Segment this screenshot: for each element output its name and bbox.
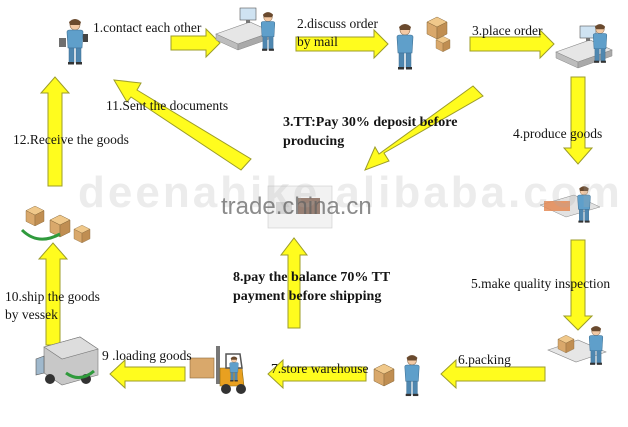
step-3-label: 3.place order [472, 23, 543, 38]
arrow-sent-documents [113, 79, 252, 171]
arrow-up-to-truck [37, 242, 69, 346]
arrow-step2-to-step3 [295, 28, 389, 60]
arrow-down-to-inspection [562, 239, 594, 331]
step-2-label-line1: 2.discuss order [297, 16, 378, 31]
desk-computer-icon [215, 7, 276, 52]
step-2-label-line2: by mail [297, 34, 338, 49]
deposit-payment-label-line2: producing [283, 134, 345, 149]
watermark-top: deenahike alibaba.com [78, 168, 623, 217]
goods-cargo-icon [20, 205, 91, 244]
step-9-label: 9 .loading goods [102, 348, 192, 363]
arrow-up-to-receive [39, 76, 71, 187]
step-10-label-line2: by vessek [5, 307, 58, 322]
arrow-to-loading [109, 358, 186, 390]
balance-payment-label-line1: 8.pay the balance 70% TT [233, 270, 391, 285]
quality-inspector-icon [547, 325, 607, 366]
arrow-to-packing [440, 358, 546, 390]
factory-worker-icon [539, 185, 601, 224]
delivery-truck-icon [35, 336, 99, 386]
packing-worker-icon [373, 354, 420, 397]
arrow-down-to-production [562, 76, 594, 165]
arrow-to-warehouse [267, 358, 367, 390]
step-12-label: 12.Receive the goods [13, 132, 129, 147]
arrow-step1-to-step2 [170, 27, 221, 59]
step-10-label-line1: 10.ship the goods [5, 289, 100, 304]
step-5-label: 5.make quality inspection [471, 276, 611, 291]
step-4-label: 4.produce goods [513, 126, 603, 141]
worker-computer-icon [555, 23, 613, 69]
product-center-icon [267, 185, 333, 229]
person-phone-icon [59, 18, 88, 65]
watermark-center: trade.china.cn [221, 193, 372, 220]
step-6-label: 6.packing [458, 352, 511, 367]
arrow-deposit-payment [364, 85, 484, 171]
balance-payment-label-line2: payment before shipping [233, 289, 382, 304]
arrow-up-balance-payment [279, 237, 309, 329]
person-package-icon [396, 16, 451, 70]
arrow-step3-to-step-worker [469, 28, 555, 60]
step-1-label: 1.contact each other [93, 20, 202, 35]
step-7-label: 7.store warehouse [271, 361, 369, 376]
forklift-icon [189, 346, 246, 394]
deposit-payment-label-line1: 3.TT:Pay 30% deposit before [283, 115, 458, 130]
step-11-label: 11.Sent the documents [106, 98, 229, 113]
